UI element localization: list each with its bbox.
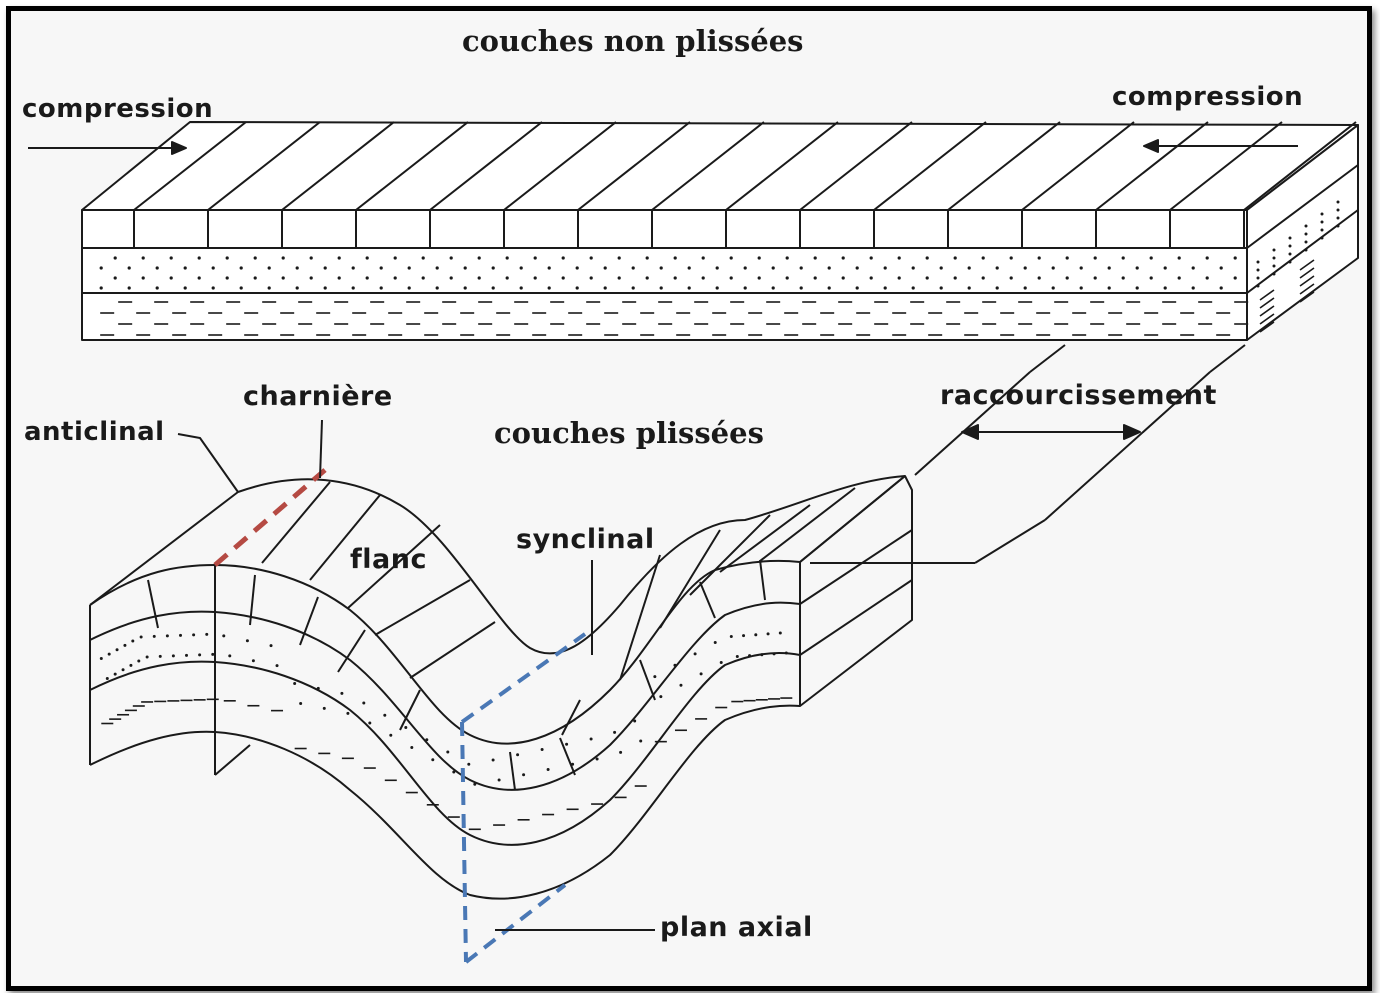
unfolded-side-face xyxy=(1246,124,1359,341)
title-folded-layers: couches plissées xyxy=(494,416,764,450)
fold-top-front-edge xyxy=(89,559,801,745)
unfolded-front-face xyxy=(81,209,1248,341)
leader-charniere xyxy=(319,419,323,479)
shortening-dimension xyxy=(810,371,1211,564)
title-unfolded-layers: couches non plissées xyxy=(462,24,804,58)
label-raccourcissement: raccourcissement xyxy=(940,380,1217,411)
label-flanc: flanc xyxy=(350,544,427,575)
compression-arrow-right xyxy=(1143,139,1298,153)
folded-block xyxy=(89,475,913,900)
unfolded-top-face xyxy=(81,121,1359,211)
axial-plane-outline xyxy=(460,632,587,964)
label-plan-axial: plan axial xyxy=(660,912,813,943)
label-compression-left: compression xyxy=(22,94,214,124)
label-synclinal: synclinal xyxy=(516,524,655,555)
compression-arrow-left xyxy=(28,141,187,155)
label-anticlinal: anticlinal xyxy=(24,417,165,447)
fold-top-back-edge xyxy=(237,475,906,655)
label-charniere: charnière xyxy=(243,381,393,412)
unfolded-block xyxy=(81,121,1359,373)
label-compression-right: compression xyxy=(1112,82,1304,112)
leader-anticlinal xyxy=(177,433,239,493)
